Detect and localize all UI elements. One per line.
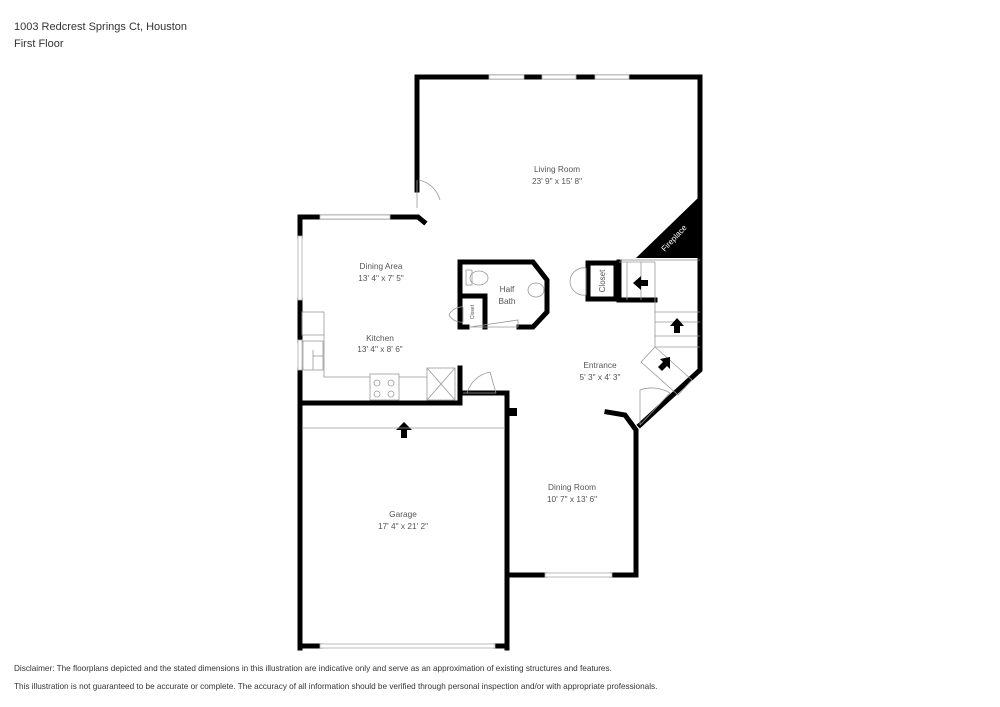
entrance-label: Entrance	[583, 360, 617, 370]
living-room-dims: 23' 9" x 15' 8"	[532, 176, 582, 186]
living-room-walls	[414, 74, 703, 429]
living-room-label: Living Room	[534, 164, 580, 174]
stair-arrow-left	[633, 276, 648, 290]
entrance-dims: 5' 3" x 4' 3"	[580, 372, 621, 382]
dining-area-label: Dining Area	[360, 261, 403, 271]
garage-dims: 17' 4" x 21' 2"	[378, 521, 428, 531]
fireplace-shape	[636, 196, 700, 258]
kitchen-dims: 13' 4" x 8' 6"	[357, 344, 403, 354]
address-title: 1003 Redcrest Springs Ct, Houston	[14, 21, 188, 33]
disclaimer-line-2: This illustration is not guaranteed to b…	[14, 682, 658, 691]
garage-label: Garage	[389, 509, 417, 519]
garage-arrow-up	[396, 422, 412, 438]
dining-area-dims: 13' 4" x 7' 5"	[358, 273, 404, 283]
half-bath-label-2: Bath	[498, 296, 515, 306]
stair-arrow-up	[670, 318, 684, 333]
kitchen-label: Kitchen	[366, 333, 394, 343]
bath-closet-label: Closet	[470, 304, 476, 319]
half-bath-label-1: Half	[500, 284, 515, 294]
stair-arrow-diag	[658, 357, 670, 371]
entry-closet-label: Closet	[598, 269, 607, 292]
dining-room-label: Dining Room	[548, 482, 596, 492]
disclaimer-line-1: Disclaimer: The floorplans depicted and …	[14, 664, 612, 673]
floor-title: First Floor	[14, 38, 64, 50]
dining-room-dims: 10' 7" x 13' 6"	[547, 494, 597, 504]
